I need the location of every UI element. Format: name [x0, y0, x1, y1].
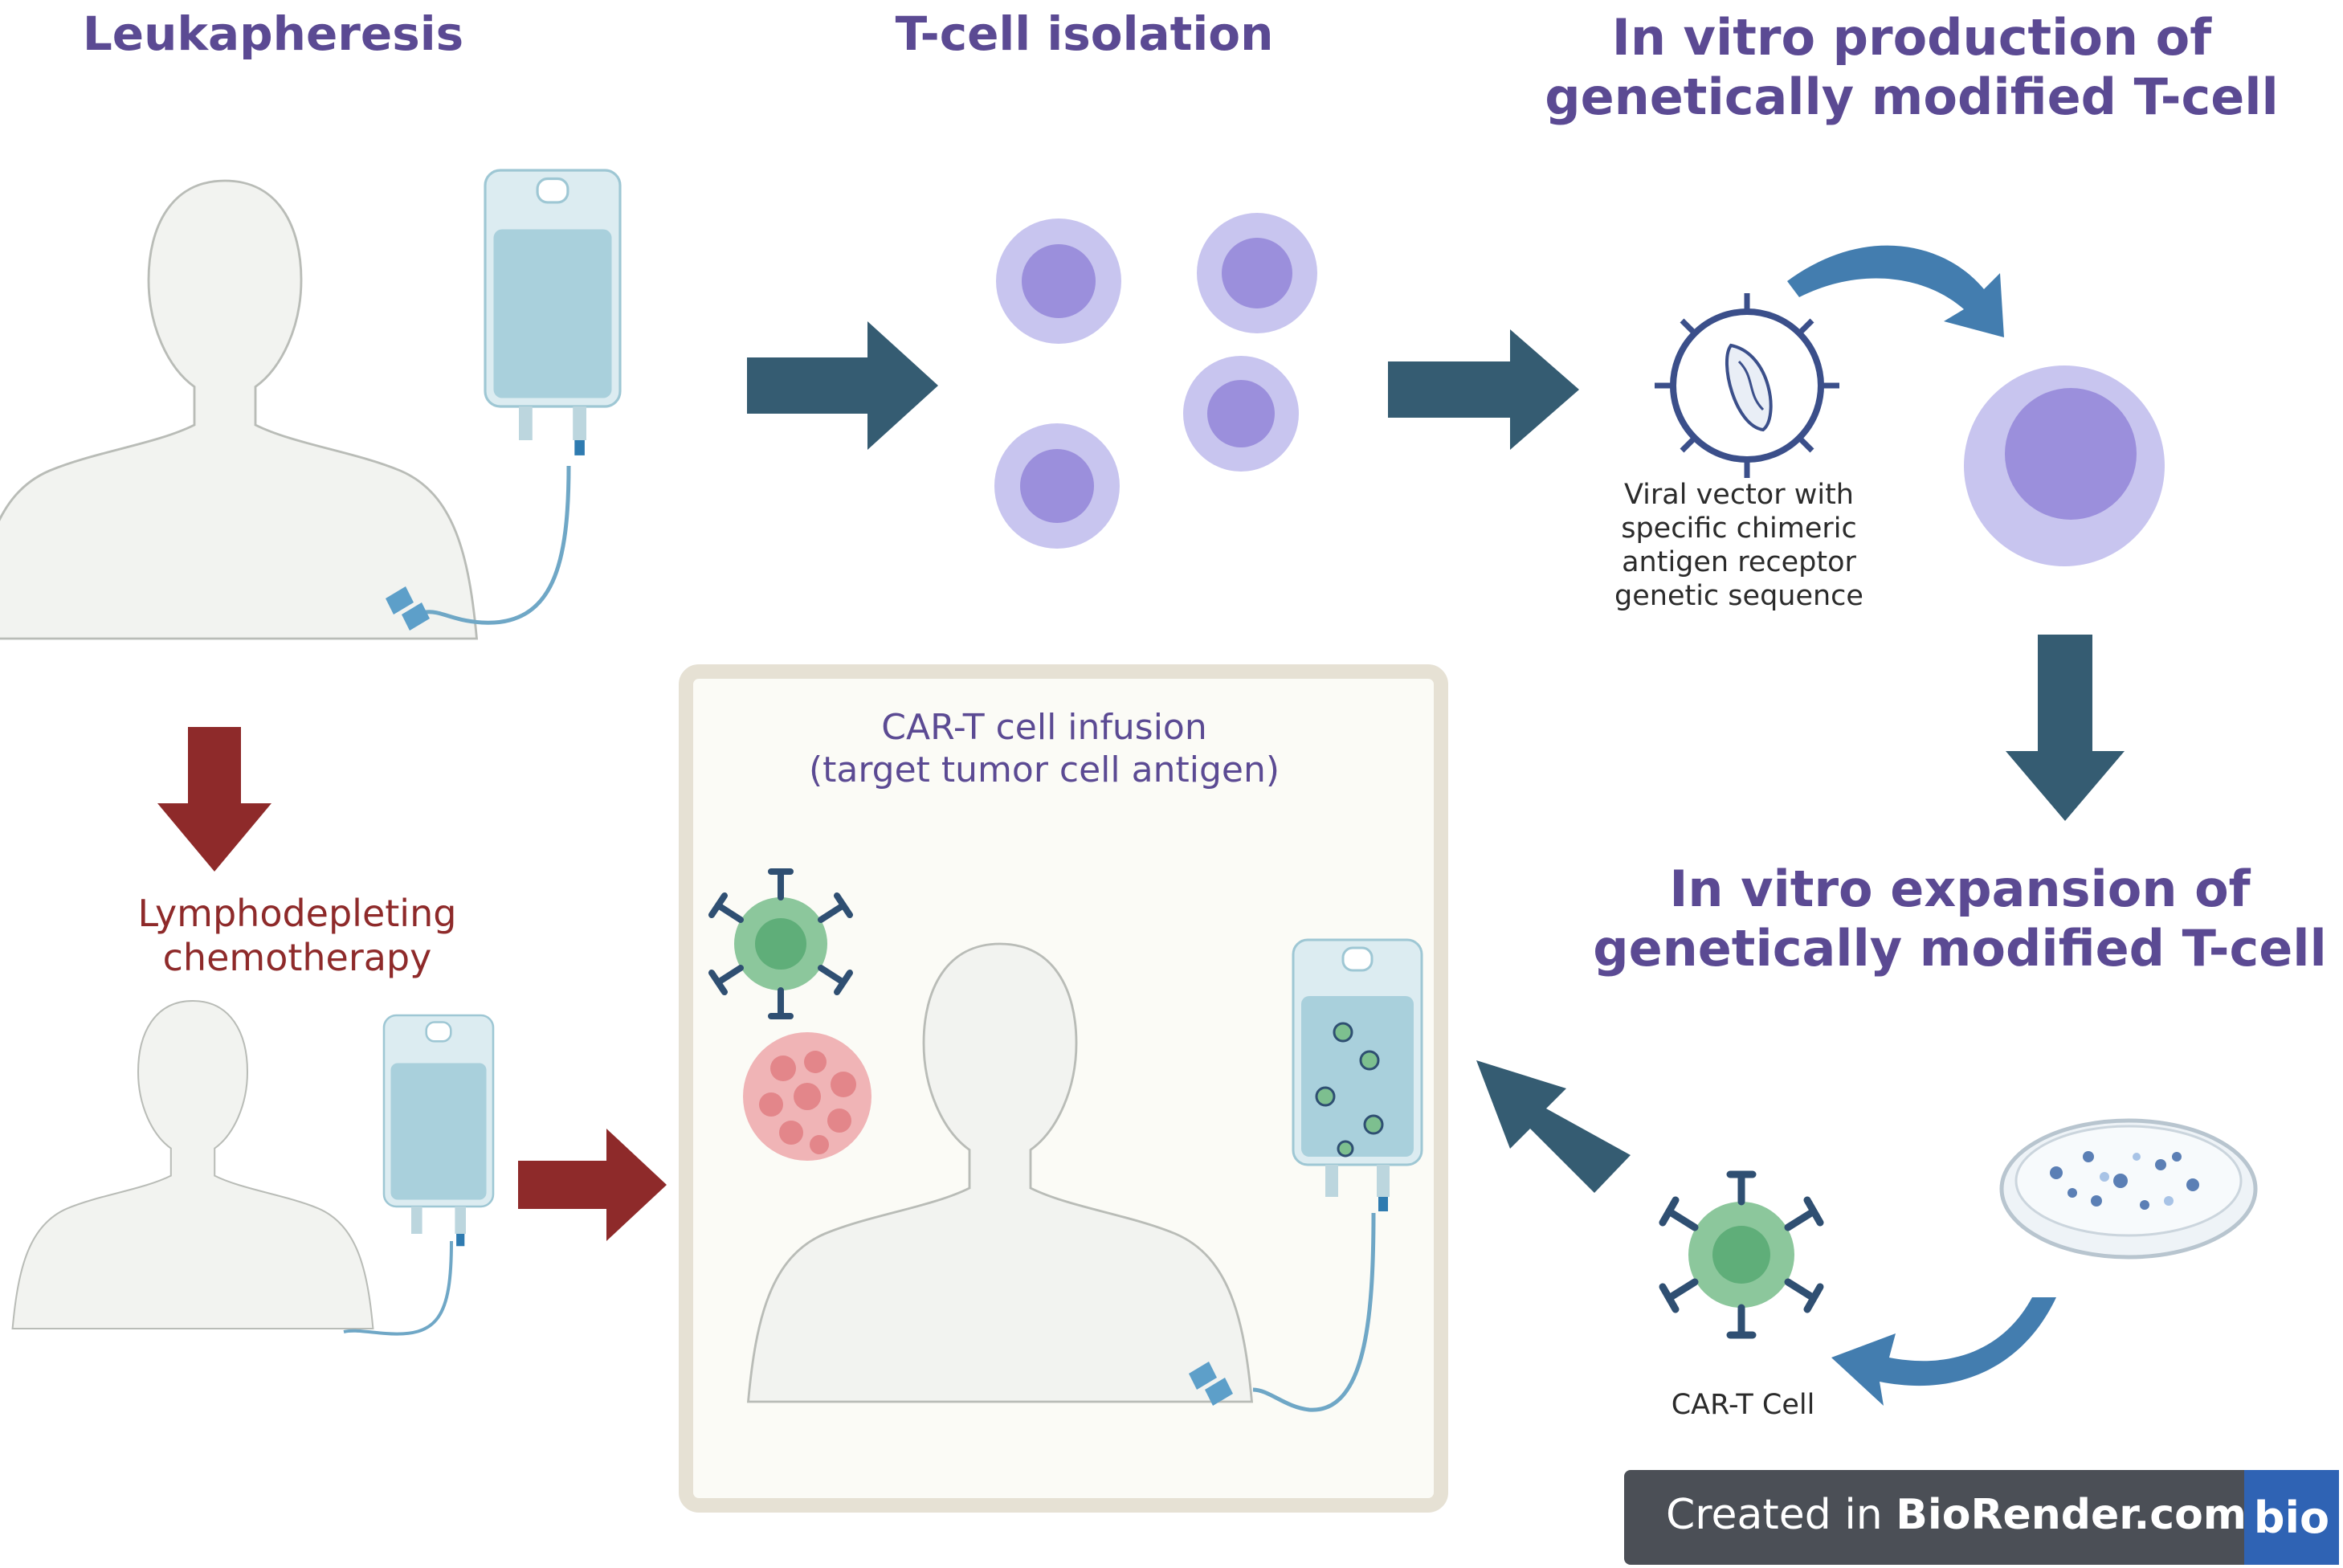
- arrow-leuk-to-lymphodepleting: [157, 727, 271, 872]
- expansion-title-line2: genetically modified T-cell: [1593, 919, 2327, 978]
- arrow-leuk-to-isolation: [747, 321, 938, 450]
- biorender-badge: Created in BioRender.com bio: [1624, 1470, 2339, 1565]
- lymphodepleting-title: Lymphodepleting chemotherapy: [96, 892, 498, 980]
- viral-vector-caption: Viral vector with specific chimeric anti…: [1574, 478, 1904, 613]
- lymphodepleting-human: [11, 999, 374, 1330]
- viral-vector-icon: [1655, 293, 1839, 478]
- badge-brand: BioRender.com: [1896, 1491, 2247, 1539]
- leukapheresis-title: Leukapheresis: [82, 6, 464, 61]
- expansion-title-line1: In vitro expansion of: [1669, 860, 2251, 918]
- isolated-t-cells: [994, 213, 1317, 549]
- curved-arrow-icon-dish-to-cart: [1831, 1297, 2056, 1406]
- tumor-cell-icon: [743, 1032, 871, 1161]
- viral-vector-caption-line4: genetic sequence: [1614, 580, 1863, 612]
- arrow-isolation-to-vector: [1388, 329, 1579, 450]
- arrow-production-to-expansion: [2006, 635, 2125, 821]
- badge-prefix: Created in: [1666, 1491, 1896, 1539]
- cart-cell-caption: CAR-T Cell: [1671, 1389, 1815, 1421]
- production-title-line2: genetically modified T-cell: [1545, 67, 2279, 127]
- car-t-cell-icon-panel: [708, 868, 853, 1019]
- cart-infusion-title: CAR-T cell infusion (target tumor cell a…: [755, 707, 1333, 792]
- tcell-isolation-title: T-cell isolation: [895, 6, 1274, 61]
- biorender-logo-icon: bio: [2244, 1470, 2339, 1565]
- in-vitro-expansion-title: In vitro expansion of genetically modifi…: [1574, 860, 2343, 979]
- lymphodepleting-iv-bag-icon: [343, 1014, 495, 1336]
- in-vitro-production-title: In vitro production of genetically modif…: [1526, 8, 2297, 128]
- infusion-iv-bag-icon: [1189, 938, 1423, 1412]
- arrow-lymphodepleting-to-infusion: [518, 1129, 667, 1241]
- leukapheresis-human: [0, 179, 478, 640]
- viral-vector-caption-line3: antigen receptor: [1622, 546, 1856, 578]
- lymphodepleting-line2: chemotherapy: [162, 936, 432, 980]
- production-title-line1: In vitro production of: [1611, 8, 2212, 67]
- curved-arrow-icon-vector-to-cell: [1787, 245, 2004, 337]
- modified-t-cell-icon: [1964, 365, 2165, 566]
- car-t-cell-icon: [1659, 1170, 1824, 1339]
- viral-vector-caption-line2: specific chimeric: [1621, 512, 1857, 545]
- petri-dish-icon: [1999, 1118, 2258, 1260]
- leukapheresis-iv-bag-icon: [386, 169, 622, 631]
- lymphodepleting-line1: Lymphodepleting: [137, 892, 457, 935]
- viral-vector-caption-line1: Viral vector with: [1624, 479, 1854, 511]
- cart-infusion-line2: (target tumor cell antigen): [808, 749, 1280, 790]
- arrow-expansion-to-infusion: [1476, 1060, 1631, 1193]
- biorender-badge-text: Created in BioRender.com: [1666, 1491, 2247, 1539]
- cart-infusion-line1: CAR-T cell infusion: [881, 707, 1207, 748]
